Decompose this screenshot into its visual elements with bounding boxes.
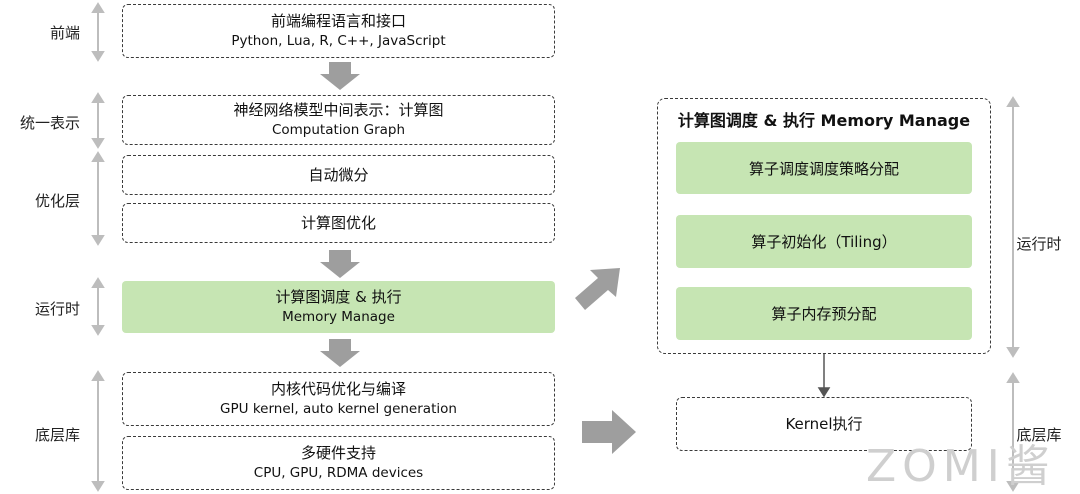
box-graph-optimization: 计算图优化 bbox=[122, 203, 555, 243]
box-scheduling: 计算图调度 & 执行 Memory Manage bbox=[122, 281, 555, 333]
bracket-runtime-right bbox=[1006, 96, 1020, 358]
down-arrow-2 bbox=[320, 250, 360, 278]
box-autodiff: 自动微分 bbox=[122, 155, 555, 195]
layer-label-unified: 统一表示 bbox=[19, 114, 80, 132]
step-operator-scheduling: 算子调度调度策略分配 bbox=[676, 142, 972, 194]
box-kernel-execution: Kernel执行 bbox=[676, 397, 972, 451]
layer-label-lowlevel-right: 底层库 bbox=[1016, 426, 1062, 444]
diagonal-arrow bbox=[575, 268, 620, 310]
bracket-optimization bbox=[91, 151, 105, 246]
box-scheduling-title: 计算图调度 & 执行 bbox=[275, 288, 402, 307]
runtime-panel-title: 计算图调度 & 执行 Memory Manage bbox=[677, 111, 971, 130]
box-kernel-opt-title: 内核代码优化与编译 bbox=[270, 380, 406, 399]
layer-label-optimization: 优化层 bbox=[34, 192, 80, 210]
box-scheduling-subtitle: Memory Manage bbox=[282, 308, 395, 325]
box-hardware-subtitle: CPU, GPU, RDMA devices bbox=[253, 464, 424, 481]
bracket-unified bbox=[91, 92, 105, 149]
watermark-logo: ZOMI酱 bbox=[866, 441, 1056, 492]
box-graph-opt-title: 计算图优化 bbox=[300, 213, 376, 232]
box-frontend: 前端编程语言和接口 Python, Lua, R, C++, JavaScrip… bbox=[122, 4, 555, 58]
box-kernel-opt-subtitle: GPU kernel, auto kernel generation bbox=[220, 400, 457, 417]
layer-label-runtime-right: 运行时 bbox=[1016, 235, 1062, 253]
step-memory-prealloc: 算子内存预分配 bbox=[676, 287, 972, 340]
box-frontend-title: 前端编程语言和接口 bbox=[270, 12, 406, 31]
bracket-frontend bbox=[91, 2, 105, 62]
right-arrow bbox=[582, 410, 636, 454]
bracket-lowlevel-right bbox=[1006, 372, 1020, 492]
kernel-execution-label: Kernel执行 bbox=[785, 414, 863, 433]
box-hardware-support: 多硬件支持 CPU, GPU, RDMA devices bbox=[122, 436, 555, 490]
layer-label-runtime: 运行时 bbox=[34, 300, 80, 318]
box-frontend-subtitle: Python, Lua, R, C++, JavaScript bbox=[231, 32, 446, 49]
bracket-lowlevel-left bbox=[91, 370, 105, 492]
layer-label-lowlevel: 底层库 bbox=[34, 426, 80, 444]
box-autodiff-title: 自动微分 bbox=[308, 165, 369, 184]
box-graph-title: 神经网络模型中间表示：计算图 bbox=[233, 101, 444, 120]
box-graph-subtitle: Computation Graph bbox=[271, 121, 406, 138]
bracket-runtime-left bbox=[91, 277, 105, 336]
box-kernel-optimization: 内核代码优化与编译 GPU kernel, auto kernel genera… bbox=[122, 372, 555, 426]
box-hardware-title: 多硬件支持 bbox=[300, 444, 376, 463]
layer-label-frontend: 前端 bbox=[49, 24, 80, 42]
step-operator-init: 算子初始化（Tiling） bbox=[676, 215, 972, 268]
down-arrow-3 bbox=[320, 339, 360, 367]
down-arrow-1 bbox=[320, 62, 360, 90]
box-computation-graph: 神经网络模型中间表示：计算图 Computation Graph bbox=[122, 95, 555, 145]
